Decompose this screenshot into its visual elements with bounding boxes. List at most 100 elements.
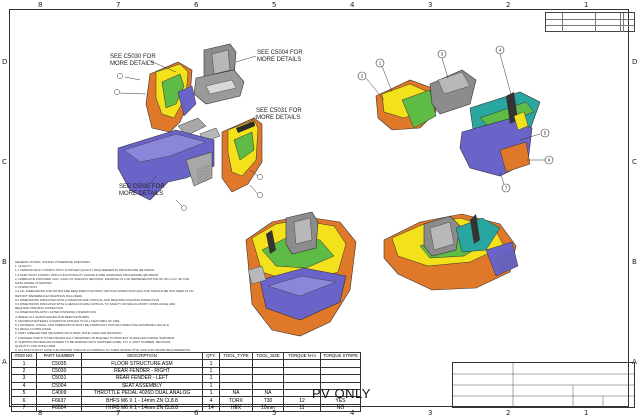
bom-cell: 4 bbox=[11, 381, 37, 390]
note-line: QUANTITY AND DATE CODE. bbox=[15, 344, 57, 349]
balloon bbox=[257, 174, 263, 180]
bom-cell: 1 bbox=[202, 388, 220, 398]
revision-row bbox=[546, 13, 634, 20]
note-line: REPORT (REFERENCE DRAWINGS INCLUDED). bbox=[15, 293, 83, 298]
balloon bbox=[357, 71, 367, 81]
zone-label: 8 bbox=[38, 1, 43, 9]
note-line: 1. QUALITY: bbox=[15, 264, 32, 269]
bom-cell: C5031 bbox=[36, 374, 82, 383]
zone-label: 4 bbox=[350, 1, 355, 9]
bom-cell: FLOOR STRUCTURE ASM bbox=[81, 359, 203, 368]
assembled-view-bottom-right bbox=[383, 213, 519, 291]
bom-cell: REAR FENDER - LEFT bbox=[81, 374, 203, 383]
pv-only-stamp: PV ONLY bbox=[312, 386, 371, 401]
bom-cell: SEAT ASSEMBLY bbox=[81, 381, 203, 390]
bom-cell: 5 bbox=[11, 388, 37, 398]
bom-header-row: ITEM NO. PART NUMBER DESCRIPTION QTY. TO… bbox=[11, 351, 362, 361]
zone-label: 4 bbox=[350, 409, 355, 417]
bom-cell bbox=[252, 366, 284, 376]
zone-label: 3 bbox=[428, 1, 433, 9]
zone-label: 8 bbox=[38, 409, 43, 417]
leader-lines bbox=[365, 53, 545, 185]
revision-block bbox=[545, 12, 635, 32]
zone-label: 2 bbox=[506, 409, 511, 417]
note-line: 1.2 PART MUST COMPLY WITH FUNCTIONALITY … bbox=[15, 272, 159, 277]
balloon-number: 4 bbox=[499, 48, 502, 53]
revision-row bbox=[546, 19, 634, 26]
balloon-number: 7 bbox=[505, 186, 508, 191]
zone-label: 1 bbox=[584, 1, 589, 9]
bom-cell: 11 bbox=[283, 403, 321, 413]
note-line: 1.1 VENDOR MUST COMPLY WITH SUPPLIER QUA… bbox=[15, 268, 155, 273]
bom-cell: C5004 bbox=[36, 381, 82, 390]
bom-cell: 1 bbox=[202, 381, 220, 390]
bom-cell: 14 bbox=[202, 403, 220, 413]
bom-cell: HEX bbox=[219, 403, 253, 413]
bom-cell: TORX bbox=[219, 396, 253, 405]
bom-header: DESCRIPTION bbox=[81, 351, 203, 361]
balloon-group bbox=[357, 45, 554, 193]
bom-cell: 6 bbox=[11, 396, 37, 405]
balloon bbox=[544, 155, 554, 165]
balloon bbox=[257, 192, 263, 198]
note-line: 3. INSPECTION: bbox=[15, 285, 38, 290]
note-line: 5.2 REACH COMPLIANCE bbox=[15, 327, 52, 332]
balloon bbox=[501, 183, 511, 193]
bom-cell: THROTTLE PEDAL 4026D DUAL ANALOG bbox=[81, 388, 203, 398]
bom-row: 6 F6637 BHFS M6 X 1 - 14mm ZN CL8.8 4 TO… bbox=[11, 396, 362, 405]
bom-row: 1 C5035 FLOOR STRUCTURE ASM 1 bbox=[11, 359, 362, 368]
bom-cell: 3 bbox=[11, 374, 37, 383]
assembled-view-bottom-left bbox=[245, 211, 357, 337]
bom-cell: 7 bbox=[11, 403, 37, 413]
callout-c5030: SEE C5030 FOR MORE DETAILS bbox=[110, 54, 156, 67]
balloon-group bbox=[114, 73, 263, 211]
zone-label: 5 bbox=[272, 1, 277, 9]
bom-row: 2 C5030 REAR FENDER - RIGHT 1 bbox=[11, 366, 362, 376]
revision-row bbox=[546, 26, 634, 32]
bill-of-materials: ITEM NO. PART NUMBER DESCRIPTION QTY. TO… bbox=[11, 351, 362, 413]
note-line: 3.1 ALL DIMENSIONS AND NOTES ARE REQUIRE… bbox=[15, 289, 194, 294]
zone-label: B bbox=[2, 258, 7, 266]
balloon bbox=[117, 73, 123, 79]
title-block bbox=[452, 362, 635, 408]
callout-c5031: SEE C5031 FOR MORE DETAILS bbox=[256, 108, 302, 121]
zone-label: 3 bbox=[428, 409, 433, 417]
zone-label: 5 bbox=[272, 409, 277, 417]
note-line: 7. FINISHED PARTS TO BE INDIVIDUALLY WRA… bbox=[15, 335, 175, 340]
seat-assembly bbox=[193, 43, 245, 105]
note-line: MATH MODEL IS MASTER bbox=[15, 281, 52, 286]
bom-cell: C5030 bbox=[36, 366, 82, 376]
bom-cell: NA bbox=[252, 388, 284, 398]
bom-cell bbox=[219, 359, 253, 368]
zone-label: 7 bbox=[116, 409, 121, 417]
zone-label: D bbox=[632, 58, 638, 66]
note-line: 4. BREAK ALL SHARP EDGES AND REMOVE BURR… bbox=[15, 314, 90, 319]
balloon bbox=[375, 58, 385, 68]
bom-header: TORQUE STRIPE bbox=[319, 351, 362, 361]
balloon-number: 2 bbox=[361, 74, 364, 79]
title-block-grid bbox=[453, 363, 634, 407]
zone-label: D bbox=[2, 58, 8, 66]
balloon-number: 5 bbox=[544, 131, 547, 136]
rear-fender-right bbox=[145, 61, 197, 133]
bom-cell bbox=[219, 381, 253, 390]
notes-heading: GENERAL NOTES: UNLESS OTHERWISE SPECIFIE… bbox=[15, 260, 91, 264]
note-line: 5. MAXIMUM MATERIAL CONDITION APPLIES ON… bbox=[15, 318, 120, 323]
note-line: 8. SHIPPING BOXES/CONTAINERS TO BE MARKE… bbox=[15, 339, 171, 344]
bom-cell bbox=[219, 366, 253, 376]
note-line: 3.4 DIMENSIONS APPLY AFTER FINISHING OPE… bbox=[15, 310, 96, 315]
bom-cell: F6637 bbox=[36, 396, 82, 405]
note-line: 3.2 DIMENSIONS INDICATED WITH A DIAMOND … bbox=[15, 297, 160, 302]
bom-row: 3 C5031 REAR FENDER - LEFT 1 bbox=[11, 374, 362, 383]
balloon bbox=[437, 49, 447, 59]
bom-header: TOOL_TYPE bbox=[219, 351, 253, 361]
bom-header: TORQUE N-m bbox=[283, 351, 321, 361]
note-line: 3.3 DIMENSIONS INDICATED WITH A HEXAGON … bbox=[15, 302, 176, 307]
bom-cell: NO bbox=[319, 403, 362, 413]
bom-cell: 10mm bbox=[252, 403, 284, 413]
bom-header: PART NUMBER bbox=[36, 351, 82, 361]
balloon bbox=[114, 89, 120, 95]
bom-header: TOOL_SIZE bbox=[252, 351, 284, 361]
